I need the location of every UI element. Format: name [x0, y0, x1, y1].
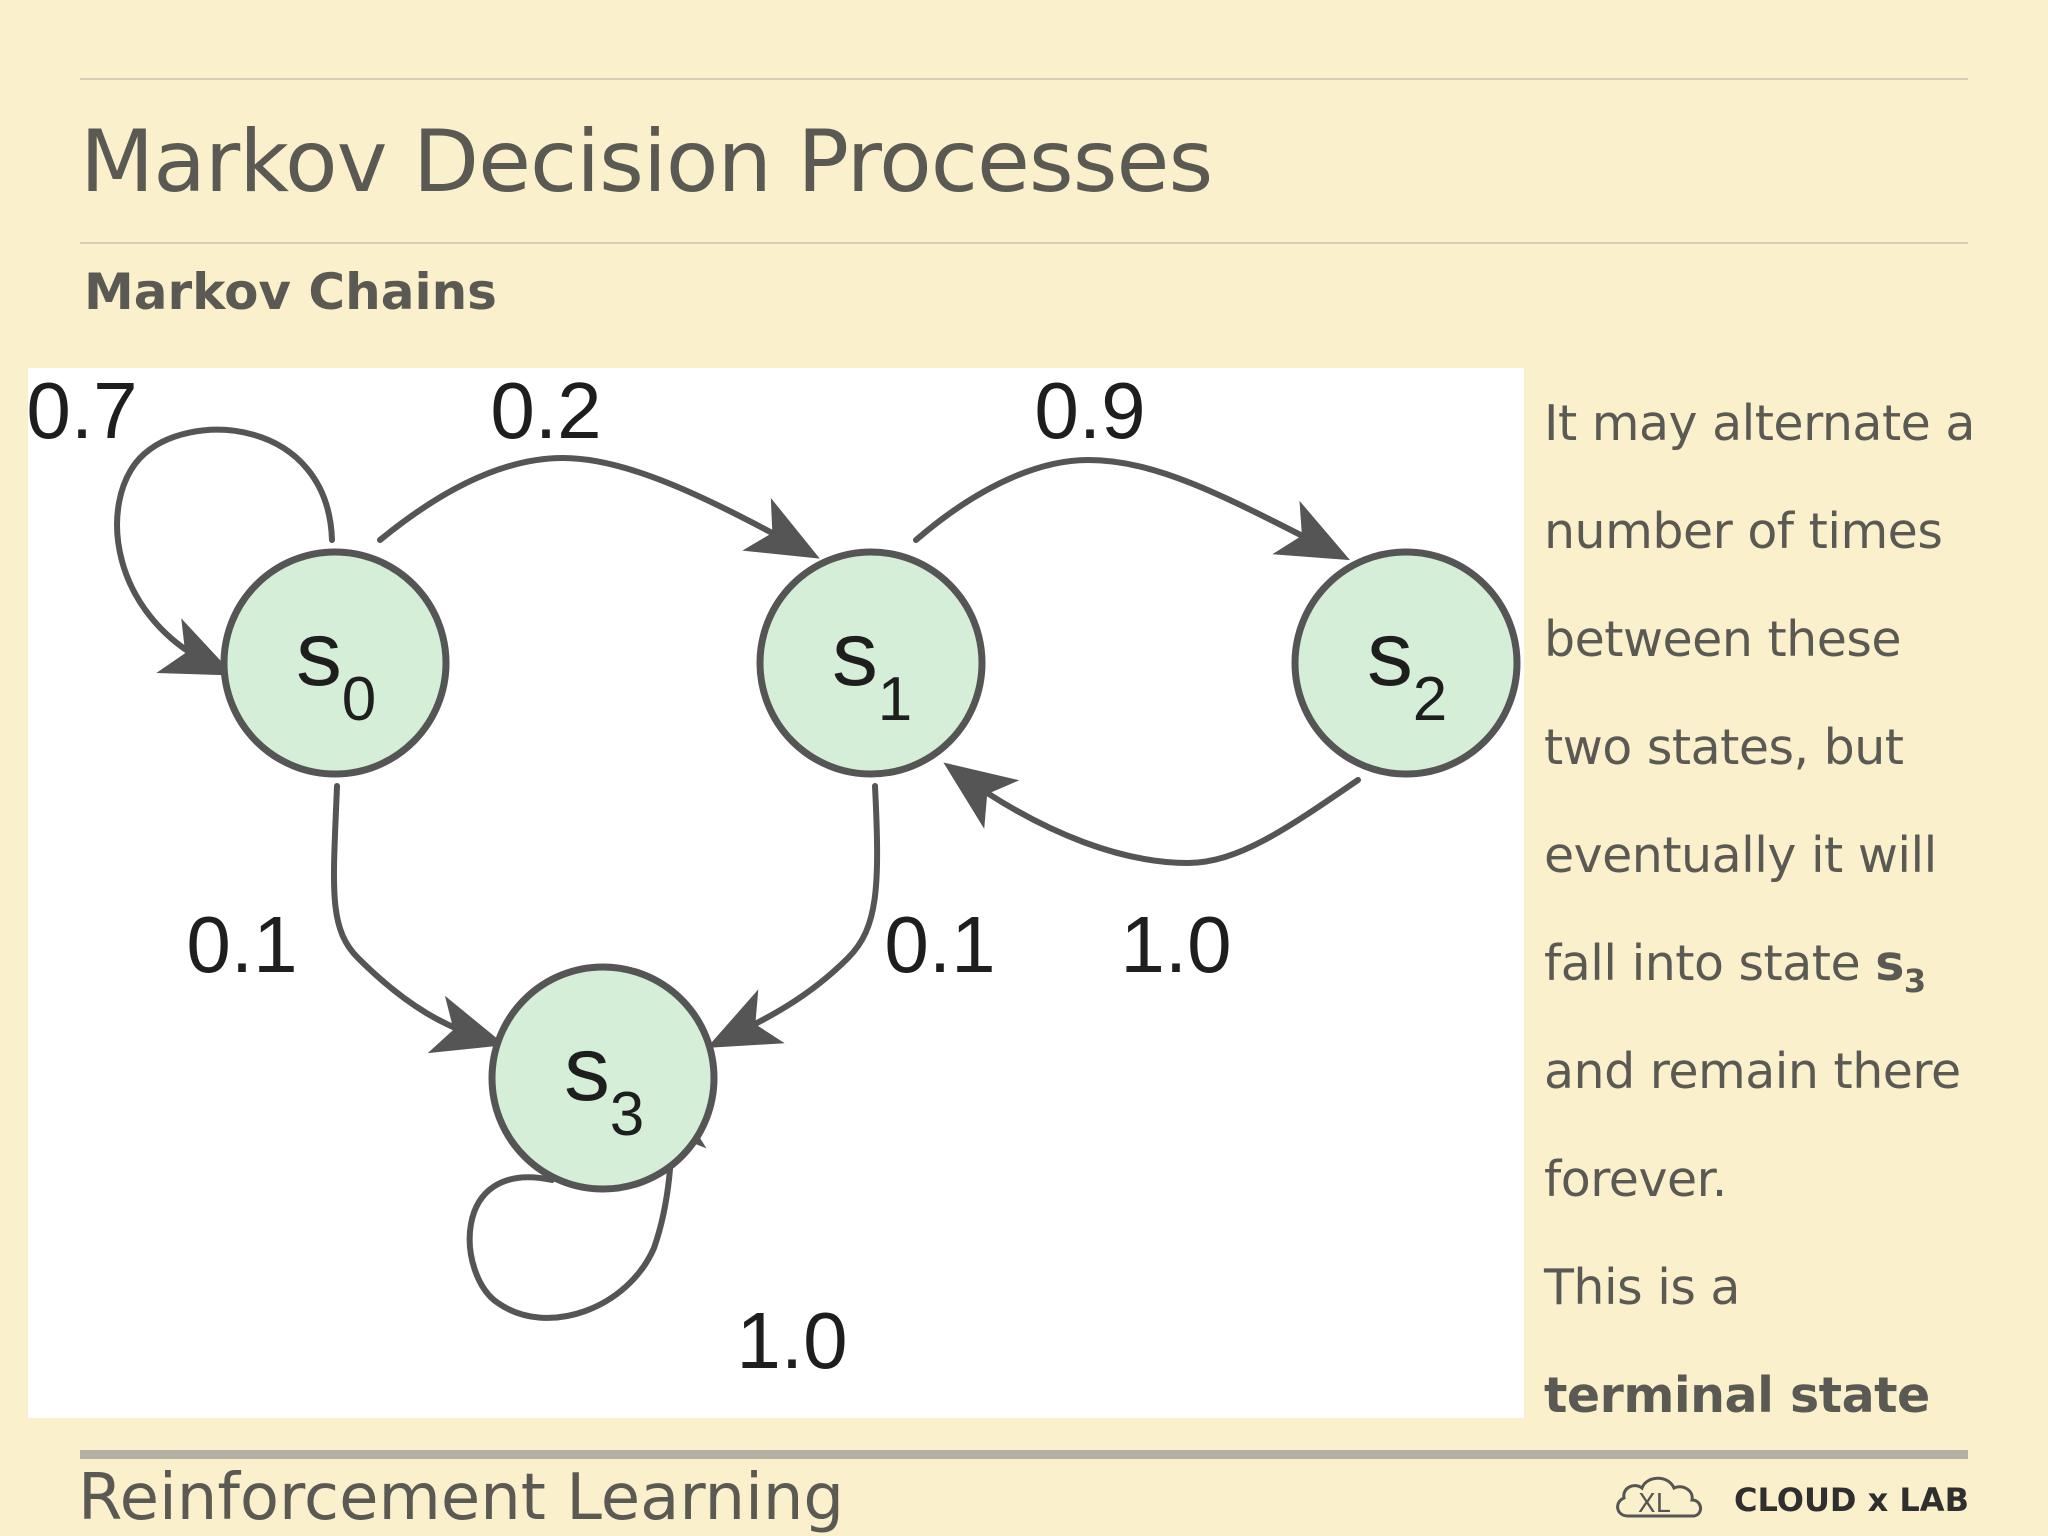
- edge-label-s2-s1: 1.0: [1120, 900, 1231, 989]
- terminal-state-index: 3: [1903, 962, 1926, 1000]
- node-s2-letter: s: [1367, 603, 1413, 705]
- edge-s1-s3: [706, 783, 881, 1048]
- node-s1-index: 1: [878, 665, 912, 734]
- node-s3-index: 3: [610, 1080, 644, 1149]
- explanation-line: eventually it will: [1544, 827, 1937, 884]
- edge-s0-s1: [377, 454, 820, 559]
- node-s0-letter: s: [296, 603, 342, 705]
- explanation-line: This is a: [1544, 1259, 1740, 1316]
- edge-s3-s3: [466, 1082, 707, 1321]
- node-s3-letter: s: [564, 1018, 610, 1120]
- edge-s0-s0: [114, 426, 335, 676]
- node-s0: s 0: [220, 548, 450, 778]
- node-s2: s 2: [1291, 548, 1521, 778]
- edge-s2-s1: [943, 762, 1361, 867]
- node-s1-letter: s: [832, 603, 878, 705]
- edge-label-s1-s3: 0.1: [884, 900, 995, 989]
- title-rule: [80, 242, 1968, 244]
- explanation-line: It may alternate a: [1544, 395, 1975, 452]
- explanation-line: two states, but: [1544, 719, 1904, 776]
- explanation-line-prefix: fall into state: [1544, 935, 1876, 992]
- explanation-line: terminal state: [1544, 1342, 1984, 1450]
- terminal-state-symbol: s: [1875, 935, 1904, 992]
- edge-label-s0-s3: 0.1: [186, 900, 297, 989]
- footer-title: Reinforcement Learning: [78, 1461, 845, 1535]
- explanation-line: forever.: [1544, 1151, 1727, 1208]
- explanation-text: It may alternate a number of times betwe…: [1544, 370, 1984, 1450]
- markov-chain-diagram: s 0 s 1 s 2 s 3 0.7 0.2 0.9 1.0 0.1 0.1 …: [28, 368, 1524, 1418]
- explanation-line: and remain there: [1544, 1043, 1961, 1100]
- edge-s1-s2: [913, 456, 1351, 561]
- node-s1: s 1: [756, 548, 986, 778]
- edge-s0-s3: [330, 783, 506, 1054]
- cloud-xl-logo-icon: XL: [1616, 1476, 1702, 1519]
- terminal-state-label: terminal state: [1544, 1367, 1930, 1424]
- svg-text:XL: XL: [1638, 1489, 1671, 1519]
- top-rule: [80, 78, 1968, 80]
- page-title: Markov Decision Processes: [80, 112, 1213, 212]
- cloudxlab-logo: XL CLOUD x LAB: [1610, 1468, 1970, 1528]
- explanation-line: number of times: [1544, 503, 1943, 560]
- edge-label-s0-s1: 0.2: [490, 368, 601, 455]
- explanation-line: between these: [1544, 611, 1902, 668]
- edge-label-s0-s0: 0.7: [28, 368, 138, 455]
- footer-rule: [80, 1450, 1968, 1459]
- node-s2-index: 2: [1413, 665, 1447, 734]
- node-s3: s 3: [488, 963, 718, 1193]
- logo-text: CLOUD x LAB: [1734, 1481, 1969, 1519]
- edge-label-s3-s3: 1.0: [736, 1296, 847, 1385]
- node-s0-index: 0: [342, 665, 376, 734]
- slide-subtitle: Markov Chains: [84, 263, 497, 321]
- markov-chain-svg: s 0 s 1 s 2 s 3 0.7 0.2 0.9 1.0 0.1 0.1 …: [28, 368, 1521, 1385]
- explanation-line: fall into state s3: [1544, 910, 1984, 1018]
- edge-label-s1-s2: 0.9: [1034, 368, 1145, 455]
